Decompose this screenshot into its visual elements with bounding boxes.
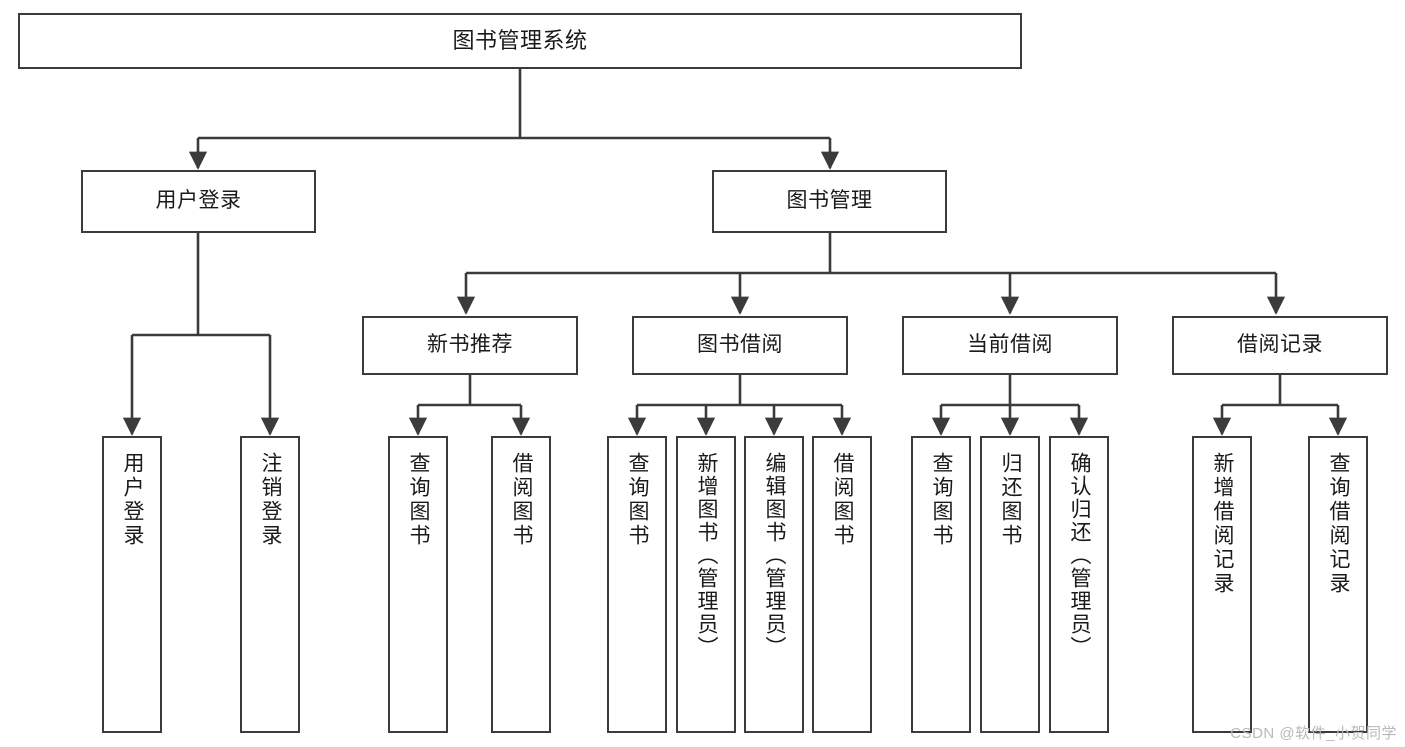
node-label: 当前借阅 (967, 333, 1053, 357)
node-label: 借阅记录 (1237, 333, 1323, 357)
leaf-current-borrow-confirm-return[interactable]: 确认归还（管理员） (1049, 436, 1109, 733)
leaf-new-book-query[interactable]: 查询图书 (388, 436, 448, 733)
node-label: 新书推荐 (427, 333, 513, 357)
node-new-book-recommend[interactable]: 新书推荐 (362, 316, 578, 375)
leaf-book-borrow-add[interactable]: 新增图书（管理员） (676, 436, 736, 733)
node-label: 图书管理系统 (452, 28, 588, 54)
leaf-user-login-logout[interactable]: 注销登录 (240, 436, 300, 733)
node-label: 图书管理 (786, 189, 873, 213)
node-book-manage[interactable]: 图书管理 (712, 170, 947, 233)
node-label: 用户登录 (121, 452, 145, 548)
node-label: 查询借阅记录 (1327, 452, 1351, 596)
node-root-system[interactable]: 图书管理系统 (18, 13, 1022, 69)
node-label: 用户登录 (155, 189, 242, 213)
node-label: 借阅图书 (831, 452, 855, 548)
node-label: 归还图书 (999, 452, 1023, 548)
node-label: 确认归还（管理员） (1068, 452, 1092, 659)
node-label: 借阅图书 (510, 452, 534, 548)
node-label: 查询图书 (930, 452, 954, 548)
leaf-current-borrow-query[interactable]: 查询图书 (911, 436, 971, 733)
leaf-current-borrow-return[interactable]: 归还图书 (980, 436, 1040, 733)
leaf-book-borrow-query[interactable]: 查询图书 (607, 436, 667, 733)
node-label: 图书借阅 (697, 333, 783, 357)
node-user-login[interactable]: 用户登录 (81, 170, 316, 233)
node-book-borrow[interactable]: 图书借阅 (632, 316, 848, 375)
node-label: 新增借阅记录 (1211, 452, 1235, 596)
node-current-borrow[interactable]: 当前借阅 (902, 316, 1118, 375)
watermark-text: CSDN @软件_小贺同学 (1230, 725, 1397, 742)
leaf-borrow-record-add[interactable]: 新增借阅记录 (1192, 436, 1252, 733)
leaf-user-login-login[interactable]: 用户登录 (102, 436, 162, 733)
node-label: 查询图书 (407, 452, 431, 548)
node-label: 编辑图书（管理员） (763, 452, 787, 659)
leaf-book-borrow-borrow[interactable]: 借阅图书 (812, 436, 872, 733)
leaf-book-borrow-edit[interactable]: 编辑图书（管理员） (744, 436, 804, 733)
node-label: 注销登录 (259, 452, 283, 548)
node-label: 新增图书（管理员） (695, 452, 719, 659)
node-borrow-record[interactable]: 借阅记录 (1172, 316, 1388, 375)
leaf-borrow-record-query[interactable]: 查询借阅记录 (1308, 436, 1368, 733)
leaf-new-book-borrow[interactable]: 借阅图书 (491, 436, 551, 733)
node-label: 查询图书 (626, 452, 650, 548)
